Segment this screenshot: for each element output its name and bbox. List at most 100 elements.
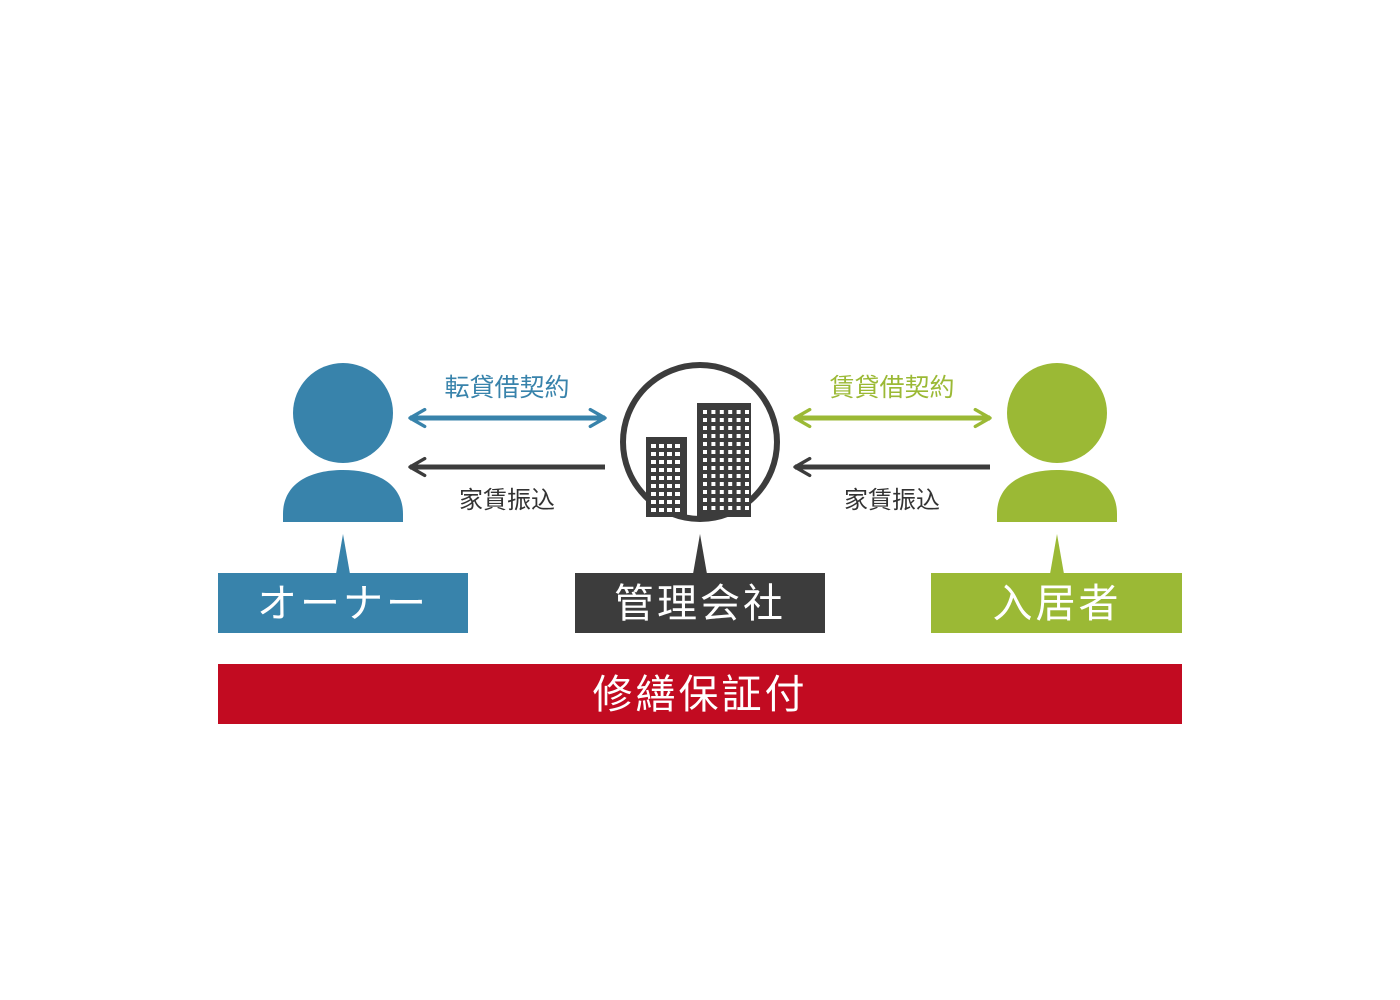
building-window <box>728 466 733 470</box>
building-window <box>651 492 656 496</box>
building-window <box>745 418 749 422</box>
building-window <box>667 508 672 512</box>
building-window <box>719 498 724 502</box>
building-window <box>736 482 741 486</box>
building-window <box>728 490 733 494</box>
tenant-label: 入居者 <box>993 581 1122 627</box>
building-window <box>728 410 733 414</box>
building-window <box>651 460 656 464</box>
building-window <box>736 434 741 438</box>
building-window <box>651 484 656 488</box>
building-window <box>659 460 664 464</box>
building-window <box>745 474 749 478</box>
building-window <box>667 476 672 480</box>
owner-person-icon <box>283 363 403 522</box>
building-window <box>719 410 724 414</box>
building-window <box>675 468 680 472</box>
building-window <box>659 452 664 456</box>
building-window <box>703 474 707 478</box>
building-window <box>711 474 716 478</box>
building-window <box>651 476 656 480</box>
building-window <box>745 498 749 502</box>
building-window <box>651 444 656 448</box>
building-window <box>675 500 680 504</box>
building-window <box>745 490 749 494</box>
building-window <box>711 442 716 446</box>
building-window <box>719 434 724 438</box>
building-window <box>703 418 707 422</box>
building-window <box>736 466 741 470</box>
building-window <box>675 452 680 456</box>
building-window <box>711 434 716 438</box>
building-window <box>703 450 707 454</box>
building-window <box>711 506 716 510</box>
building-window <box>651 500 656 504</box>
building-window <box>703 506 707 510</box>
building-window <box>736 490 741 494</box>
repair-guarantee-label: 修繕保証付 <box>593 672 808 718</box>
building-window <box>667 492 672 496</box>
company-rent-transfer-label: 家賃振込 <box>844 486 940 514</box>
building-window <box>651 452 656 456</box>
building-window <box>703 482 707 486</box>
building-window <box>711 466 716 470</box>
building-window <box>667 484 672 488</box>
building-window <box>667 500 672 504</box>
building-window <box>651 508 656 512</box>
building-window <box>711 418 716 422</box>
building-window <box>667 468 672 472</box>
building-window <box>728 426 733 430</box>
building-window <box>736 506 741 510</box>
building-window <box>745 410 749 414</box>
building-window <box>667 452 672 456</box>
building-window <box>703 458 707 462</box>
building-window <box>659 476 664 480</box>
building-window <box>703 442 707 446</box>
building-window <box>719 450 724 454</box>
building-window <box>703 466 707 470</box>
building-window <box>719 490 724 494</box>
building-window <box>736 458 741 462</box>
building-window <box>675 484 680 488</box>
building-window <box>711 458 716 462</box>
building-window <box>736 474 741 478</box>
building-window <box>719 418 724 422</box>
building-window <box>736 418 741 422</box>
building-window <box>675 508 680 512</box>
building-window <box>675 492 680 496</box>
building-window <box>719 466 724 470</box>
building-window <box>711 498 716 502</box>
building-window <box>711 410 716 414</box>
building-window <box>745 426 749 430</box>
building-window <box>659 508 664 512</box>
building-window <box>719 474 724 478</box>
building-window <box>736 450 741 454</box>
owner-label: オーナー <box>257 581 429 627</box>
building-window <box>728 450 733 454</box>
building-window <box>711 482 716 486</box>
building-window <box>745 442 749 446</box>
tenant-person-icon <box>997 363 1117 522</box>
owner-label-box: オーナー <box>218 534 468 633</box>
building-window <box>728 418 733 422</box>
building-window <box>703 498 707 502</box>
company-label: 管理会社 <box>614 581 786 627</box>
building-window <box>728 442 733 446</box>
building-window <box>711 490 716 494</box>
building-window <box>719 506 724 510</box>
building-window <box>745 506 749 510</box>
building-window <box>719 426 724 430</box>
lease-contract-label: 賃貸借契約 <box>829 373 954 402</box>
building-window <box>745 450 749 454</box>
building-window <box>719 442 724 446</box>
building-window <box>745 482 749 486</box>
building-window <box>711 426 716 430</box>
buildings-icon <box>620 362 780 522</box>
building-window <box>667 444 672 448</box>
building-window <box>659 468 664 472</box>
building-window <box>728 434 733 438</box>
tenant-label-box: 入居者 <box>931 534 1182 633</box>
building-window <box>703 490 707 494</box>
building-window <box>736 426 741 430</box>
